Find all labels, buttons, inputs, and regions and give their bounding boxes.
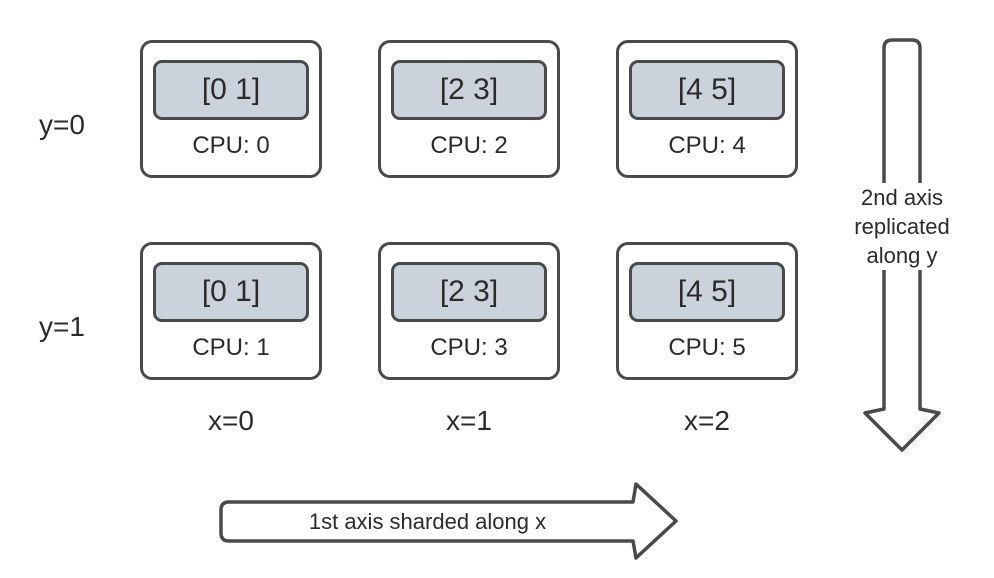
device-box-cpu1: [0 1] CPU: 1: [140, 242, 322, 380]
col-label-x1: x=1: [446, 405, 492, 436]
shard-chip: [4 5]: [629, 262, 785, 322]
y-arrow-annotation: 2nd axis replicated along y: [840, 183, 964, 270]
shard-chip: [2 3]: [391, 262, 547, 322]
shard-chip: [4 5]: [629, 60, 785, 120]
cpu-label: CPU: 1: [192, 333, 270, 361]
col-label-x2: x=2: [684, 405, 730, 436]
cpu-label: CPU: 0: [192, 131, 270, 159]
right-arrow-icon: [219, 482, 678, 560]
shard-chip: [2 3]: [391, 60, 547, 120]
device-box-cpu3: [2 3] CPU: 3: [378, 242, 560, 380]
shard-chip: [0 1]: [153, 60, 309, 120]
x-arrow-annotation: 1st axis sharded along x: [308, 508, 547, 534]
row-label-y1: y=1: [39, 311, 85, 342]
y-arrow-annotation-line: along y: [866, 243, 938, 268]
y-arrow-annotation-line: replicated: [854, 214, 950, 239]
y-arrow-annotation-line: 2nd axis: [861, 185, 943, 210]
shard-chip: [0 1]: [153, 262, 309, 322]
cpu-label: CPU: 5: [668, 333, 746, 361]
cpu-label: CPU: 4: [668, 131, 746, 159]
cpu-label: CPU: 2: [430, 131, 508, 159]
cpu-label: CPU: 3: [430, 333, 508, 361]
device-box-cpu4: [4 5] CPU: 4: [616, 40, 798, 178]
device-box-cpu0: [0 1] CPU: 0: [140, 40, 322, 178]
col-label-x0: x=0: [208, 405, 254, 436]
row-label-y0: y=0: [39, 109, 85, 140]
device-box-cpu2: [2 3] CPU: 2: [378, 40, 560, 178]
device-box-cpu5: [4 5] CPU: 5: [616, 242, 798, 380]
